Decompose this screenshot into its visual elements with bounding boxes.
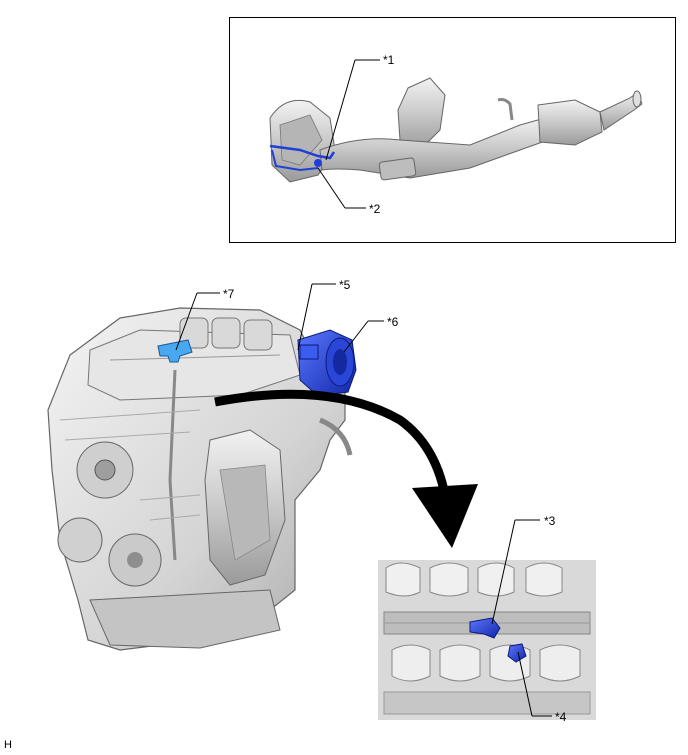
leader-2 <box>317 167 346 209</box>
view-direction-arrow <box>214 389 478 548</box>
figure-code: H <box>4 739 12 751</box>
callout-3: *3 <box>544 514 556 528</box>
engine-drawing <box>47 307 357 651</box>
leader-4 <box>517 651 533 717</box>
callout-1: *1 <box>383 53 395 67</box>
callout-2: *2 <box>369 202 381 216</box>
exhaust-manifold-drawing <box>269 77 643 183</box>
exhaust-inset-frame <box>229 17 676 243</box>
callout-7: *7 <box>223 287 235 301</box>
callout-6: *6 <box>387 315 399 329</box>
cylinder-head-detail <box>378 560 596 720</box>
callout-4: *4 <box>555 710 567 724</box>
callout-5: *5 <box>339 278 351 292</box>
